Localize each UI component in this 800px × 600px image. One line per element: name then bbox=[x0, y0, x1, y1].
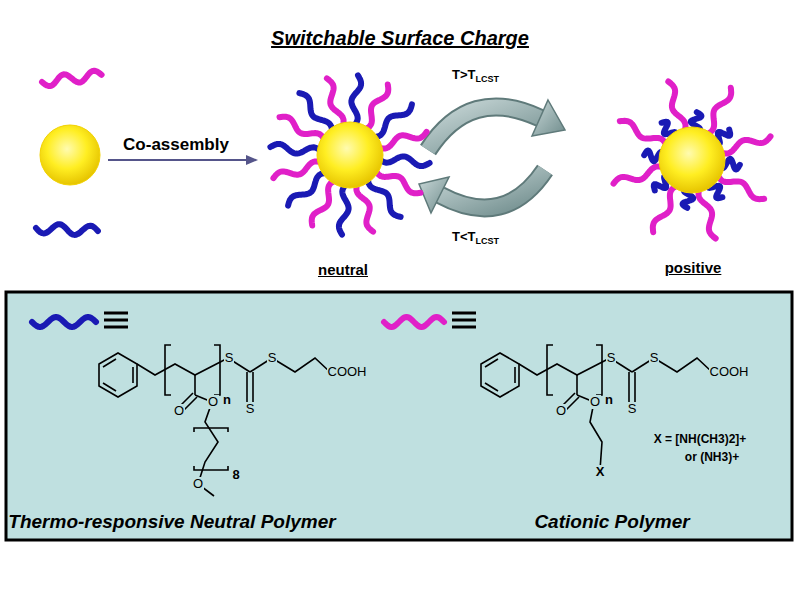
atom-label: S bbox=[627, 402, 638, 417]
temperature-label: T>T bbox=[452, 68, 475, 83]
subscript: LCST bbox=[475, 236, 499, 246]
polymer-chain bbox=[368, 177, 401, 217]
atom-label: S bbox=[267, 351, 278, 366]
atom-label: S bbox=[649, 351, 660, 366]
state-label: positive bbox=[665, 259, 722, 276]
repeat-index: 8 bbox=[231, 468, 240, 483]
group-label: COOH bbox=[327, 365, 368, 380]
polymer-chain bbox=[614, 167, 666, 184]
polymer-chain bbox=[719, 136, 771, 153]
polymer-chain bbox=[32, 317, 96, 327]
atom-label: O bbox=[207, 395, 219, 410]
polymer-chain bbox=[384, 317, 444, 327]
polymer-chain bbox=[377, 132, 427, 149]
arrow-label: Co-assembly bbox=[123, 135, 229, 155]
polymer-caption: Cationic Polymer bbox=[534, 511, 689, 533]
atom-label: O bbox=[192, 477, 204, 492]
atom-label: O bbox=[173, 404, 185, 419]
polymer-caption: Thermo-responsive Neutral Polymer bbox=[8, 511, 335, 533]
polymer-chain bbox=[351, 75, 361, 127]
substituent-note: or (NH3)+ bbox=[685, 451, 739, 465]
atom-label: S bbox=[606, 351, 617, 366]
atom-label: O bbox=[589, 395, 601, 410]
polymer-chain bbox=[339, 183, 349, 235]
atom-label: X bbox=[595, 465, 606, 480]
polymer-chain bbox=[288, 173, 328, 206]
atom-label: O bbox=[555, 404, 567, 419]
atom-label: S bbox=[224, 351, 235, 366]
group-label: COOH bbox=[709, 365, 750, 380]
subscript: LCST bbox=[475, 74, 499, 84]
atom-label: S bbox=[245, 402, 256, 417]
polymer-chain bbox=[668, 82, 685, 134]
polymer-chain bbox=[36, 224, 98, 235]
polymer-chain bbox=[42, 71, 102, 86]
polymer-chain bbox=[299, 93, 332, 133]
polymer-chain bbox=[356, 182, 373, 232]
repeat-index: n bbox=[604, 393, 614, 408]
repeat-index: n bbox=[222, 393, 232, 408]
polymer-chain bbox=[273, 161, 323, 178]
polymer-chain bbox=[378, 156, 430, 166]
title: Switchable Surface Charge bbox=[271, 27, 529, 50]
polymer-chain bbox=[327, 78, 344, 128]
substituent-note: X = [NH(CH3)2]+ bbox=[654, 433, 747, 447]
state-label: neutral bbox=[318, 261, 368, 278]
polymer-chain bbox=[372, 104, 412, 137]
polymer-chain bbox=[270, 144, 322, 154]
temperature-label: T<T bbox=[452, 230, 475, 245]
polymer-chain bbox=[699, 187, 716, 239]
